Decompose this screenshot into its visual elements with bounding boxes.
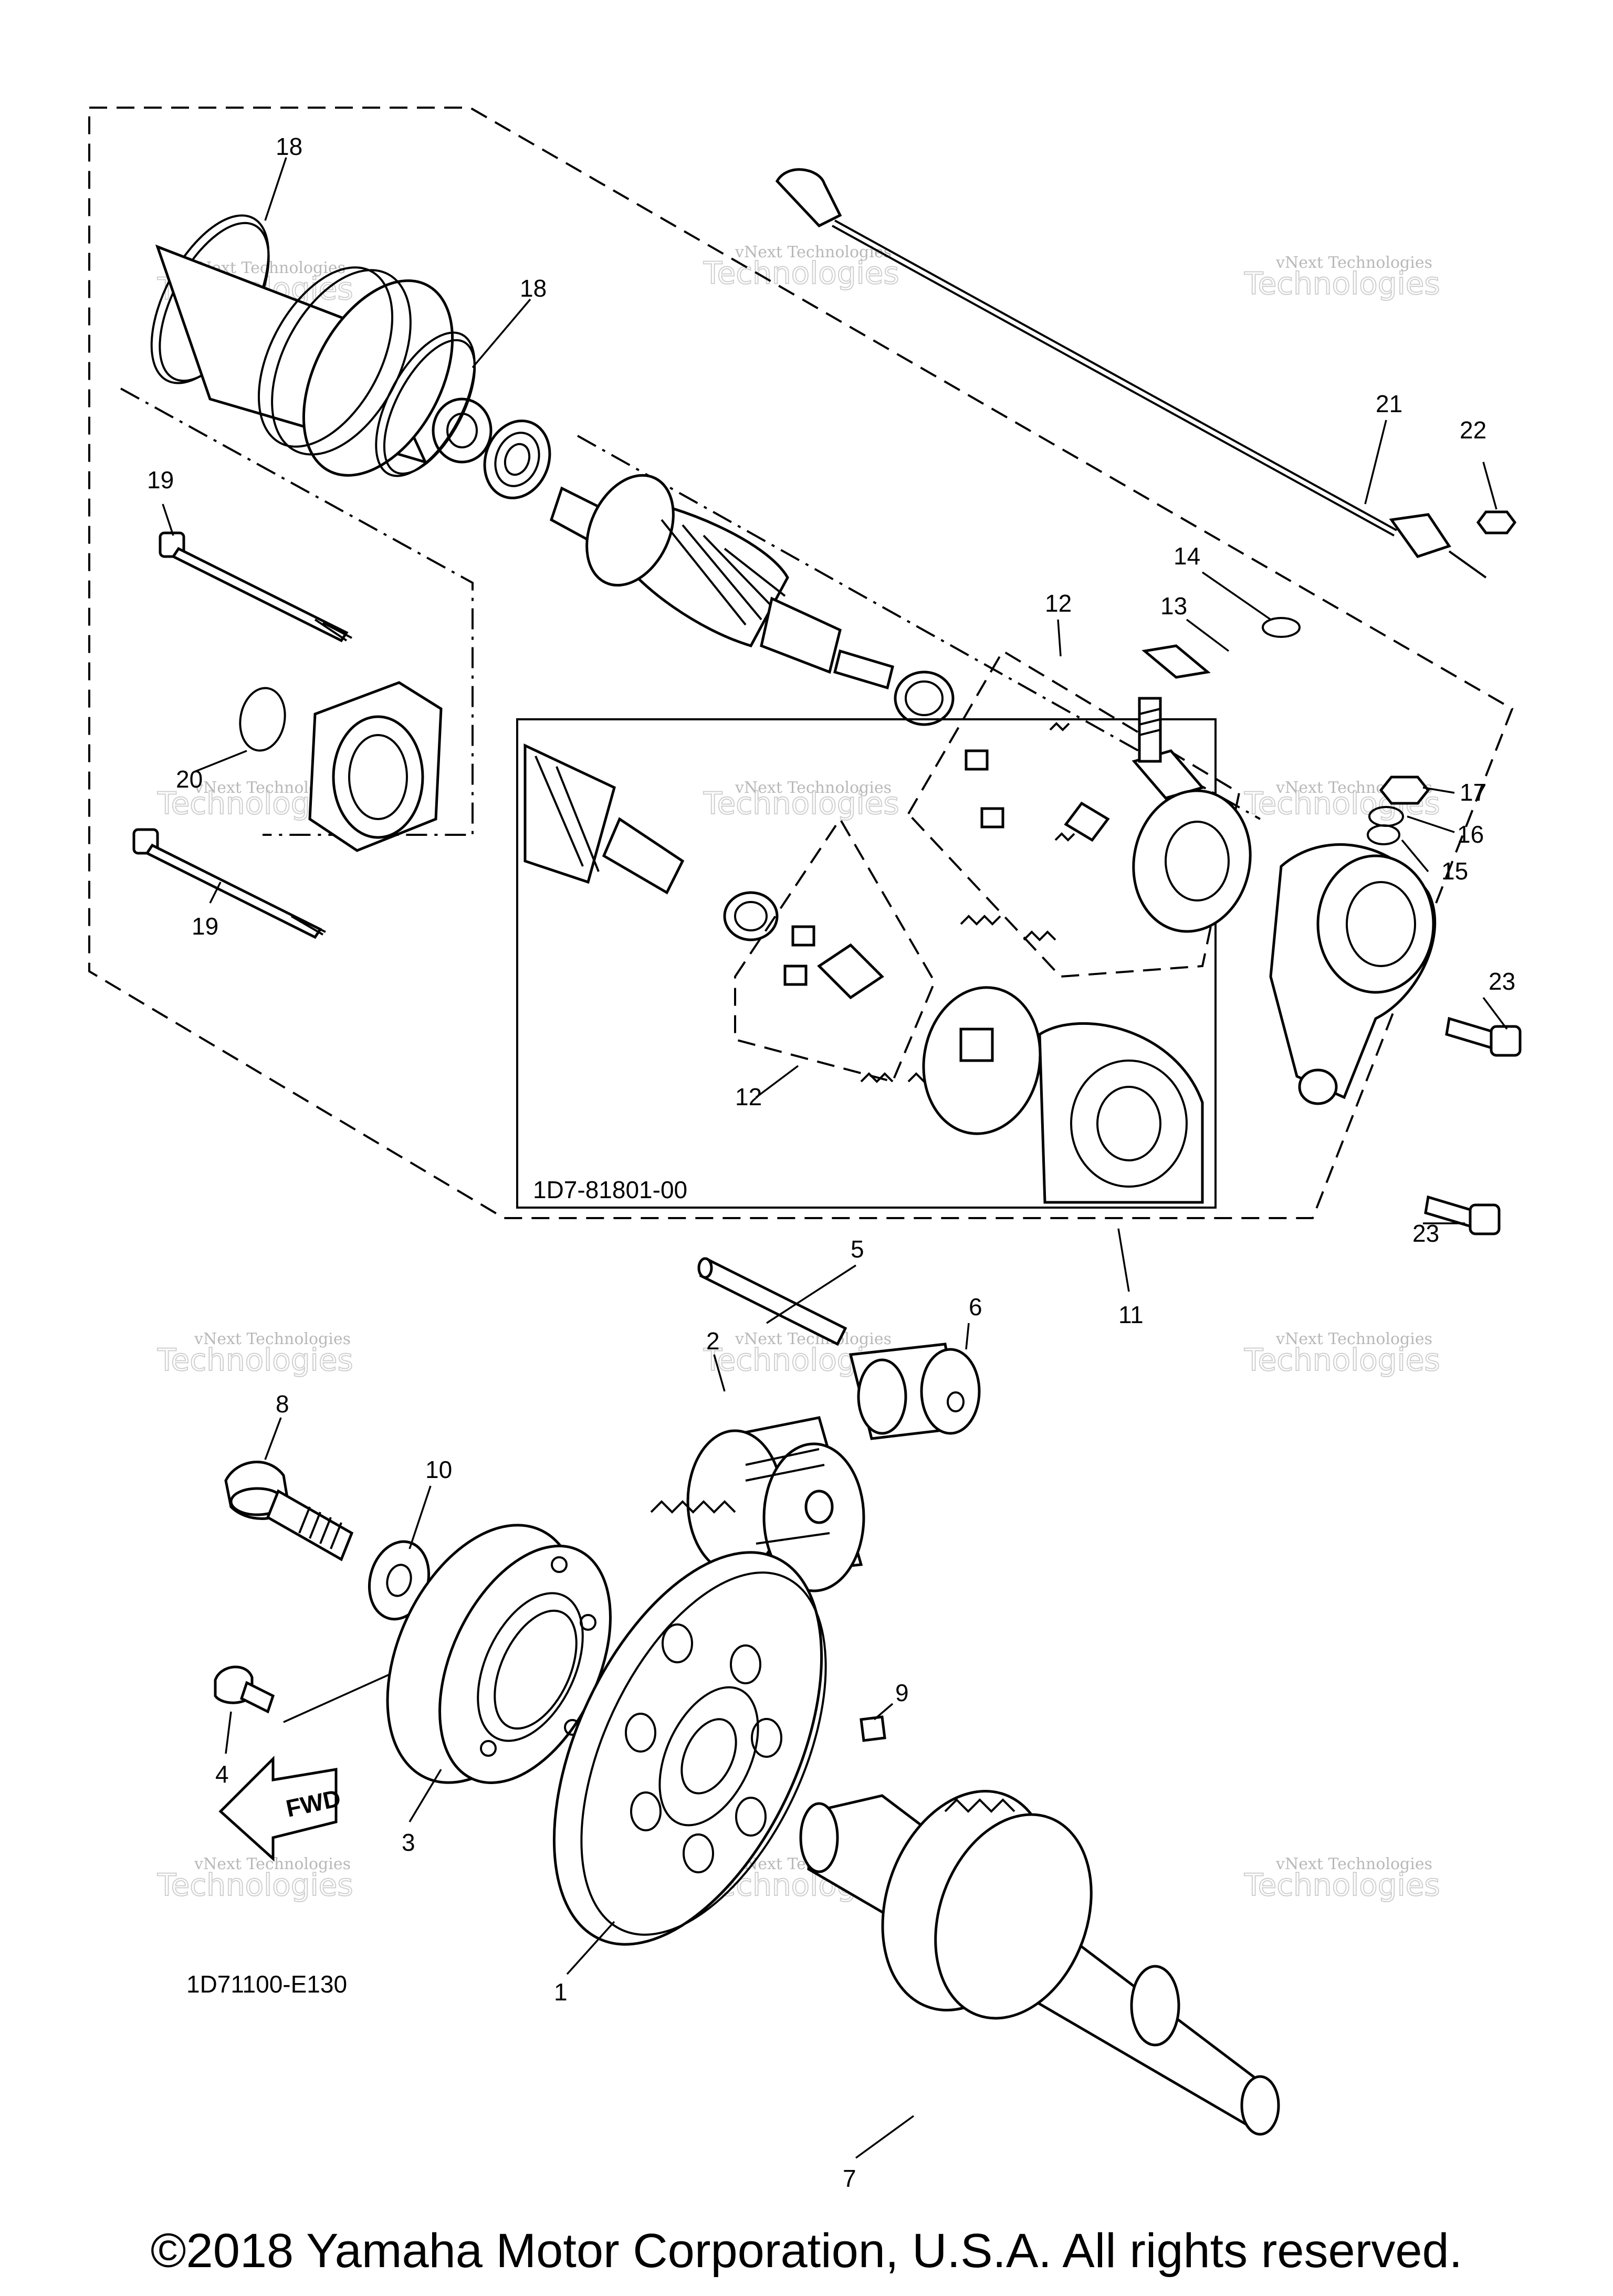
driven-gear-1 bbox=[552, 1500, 827, 1946]
gear-6 bbox=[849, 1343, 981, 1440]
svg-text:vNext Technologies: vNext Technologies bbox=[735, 779, 892, 797]
callout-12: 12 bbox=[735, 1083, 762, 1110]
starter-clutch-3 bbox=[386, 1524, 612, 1784]
svg-text:vNext Technologies: vNext Technologies bbox=[735, 243, 892, 261]
callout-4: 4 bbox=[215, 1760, 229, 1788]
flange-bolt-8 bbox=[224, 1461, 354, 1561]
bearing bbox=[483, 420, 551, 499]
diagram-code: 1D71100-E130 bbox=[186, 1970, 347, 1998]
callout-18: 18 bbox=[520, 275, 547, 302]
callout-12: 12 bbox=[1045, 590, 1072, 617]
callout-20: 20 bbox=[176, 766, 203, 793]
needle-bearing bbox=[894, 670, 955, 726]
callout-6: 6 bbox=[969, 1293, 982, 1320]
bolt-4-leader bbox=[283, 1674, 389, 1723]
callout-10: 10 bbox=[425, 1456, 452, 1483]
svg-text:vNext Technologies: vNext Technologies bbox=[194, 1330, 351, 1348]
fwd-arrow: FWD bbox=[218, 1755, 343, 1862]
washer-15 bbox=[1367, 824, 1400, 845]
inset-part-code: 1D7-81801-00 bbox=[533, 1176, 687, 1203]
callout-19: 19 bbox=[147, 466, 174, 494]
o-ring-18-rear bbox=[375, 331, 476, 477]
shaft-5 bbox=[697, 1257, 847, 1346]
inset-parts bbox=[523, 743, 1204, 1204]
svg-text:Technologies: Technologies bbox=[1244, 1342, 1440, 1378]
callout-13: 13 bbox=[1160, 592, 1187, 620]
leader-lines bbox=[162, 157, 1508, 2159]
svg-text:vNext Technologies: vNext Technologies bbox=[1275, 1330, 1432, 1348]
lead-wire-21 bbox=[775, 168, 1487, 579]
svg-text:vNext Technologies: vNext Technologies bbox=[1275, 1855, 1432, 1873]
nut-22 bbox=[1476, 510, 1517, 534]
callout-17: 17 bbox=[1460, 779, 1486, 806]
callout-numbers: 18 18 19 20 19 21 22 14 13 12 17 16 15 2… bbox=[147, 133, 1515, 2192]
svg-text:vNext Technologies: vNext Technologies bbox=[1275, 254, 1432, 272]
svg-text:Technologies: Technologies bbox=[703, 785, 899, 821]
inset-frame bbox=[516, 718, 1217, 1209]
idle-gear-2 bbox=[686, 1416, 865, 1592]
washer-16 bbox=[1368, 806, 1404, 827]
callout-7: 7 bbox=[843, 2165, 856, 2192]
svg-text:Technologies: Technologies bbox=[157, 1867, 353, 1903]
callout-3: 3 bbox=[402, 1829, 415, 1856]
svg-text:Technologies: Technologies bbox=[157, 1342, 353, 1378]
long-bolt-19-lower bbox=[132, 828, 326, 939]
bolt-23-upper bbox=[1445, 1016, 1522, 1057]
callout-15: 15 bbox=[1441, 857, 1468, 885]
nut-17 bbox=[1379, 775, 1430, 805]
callout-18: 18 bbox=[276, 133, 302, 160]
long-bolt-19-upper bbox=[159, 531, 352, 643]
callout-21: 21 bbox=[1376, 390, 1402, 417]
svg-text:Technologies: Technologies bbox=[1244, 1867, 1440, 1903]
callout-23: 23 bbox=[1412, 1220, 1439, 1247]
copyright-notice: ©2018 Yamaha Motor Corporation, U.S.A. A… bbox=[150, 2224, 1463, 2278]
callout-1: 1 bbox=[554, 1978, 568, 2006]
shaft-7 bbox=[799, 1790, 1280, 2136]
callout-5: 5 bbox=[851, 1235, 864, 1263]
front-cover bbox=[308, 681, 443, 852]
motor-yoke bbox=[155, 244, 493, 477]
bolt-23-lower bbox=[1424, 1195, 1501, 1235]
callout-22: 22 bbox=[1460, 416, 1486, 444]
svg-text:Technologies: Technologies bbox=[1244, 266, 1440, 301]
callout-14: 14 bbox=[1174, 542, 1200, 570]
callout-19: 19 bbox=[192, 913, 218, 940]
rear-cover bbox=[1269, 843, 1437, 1105]
bolt-4 bbox=[214, 1665, 275, 1714]
brush-holder bbox=[965, 722, 1252, 933]
callout-11: 11 bbox=[1118, 1301, 1144, 1328]
callout-23: 23 bbox=[1489, 968, 1515, 995]
callout-8: 8 bbox=[276, 1390, 289, 1418]
callout-16: 16 bbox=[1457, 821, 1484, 848]
starter-assembly-outline bbox=[88, 107, 1514, 1219]
woodruff-key-9 bbox=[860, 1715, 886, 1742]
washer-14 bbox=[1262, 617, 1301, 638]
callout-9: 9 bbox=[895, 1679, 909, 1706]
o-ring-20 bbox=[239, 687, 286, 752]
callout-2: 2 bbox=[706, 1327, 720, 1355]
armature bbox=[549, 474, 895, 690]
terminal-bolt-13 bbox=[1138, 644, 1211, 763]
